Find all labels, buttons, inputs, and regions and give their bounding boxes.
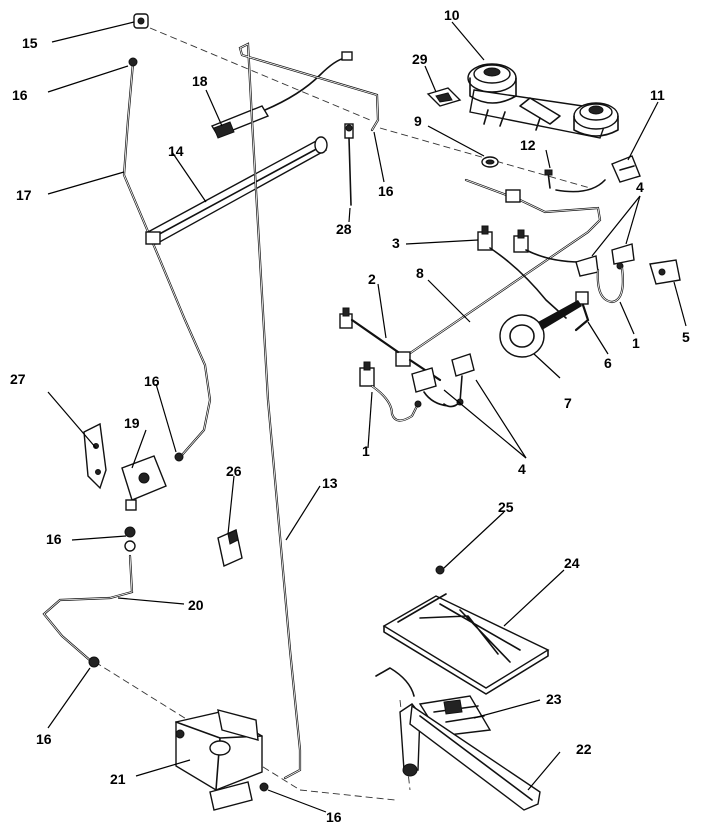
callout-3: 3 (392, 235, 400, 251)
part-16-nut-by-valve (259, 782, 269, 792)
part-11-clip (611, 155, 641, 183)
part-12-screw (544, 169, 606, 193)
part-29-bracket (426, 87, 462, 107)
callout-21: 21 (110, 771, 126, 787)
part-10-top-burner-assembly (467, 63, 619, 139)
part-20-tube (42, 526, 136, 668)
callout-25: 25 (498, 499, 514, 515)
part-15-fitting (133, 13, 149, 29)
callout-16-bottom-left: 16 (36, 731, 52, 747)
part-5-fitting (649, 259, 681, 285)
callout-14: 14 (168, 143, 184, 159)
callout-7: 7 (564, 395, 572, 411)
callout-10: 10 (444, 7, 460, 23)
callout-15: 15 (22, 35, 38, 51)
callout-4-right: 4 (636, 179, 644, 195)
part-16-nut-bottom-left (88, 656, 100, 668)
callout-16-left: 16 (144, 373, 160, 389)
part-16-nut-mid (174, 452, 184, 462)
part-1-tube-left (359, 361, 420, 422)
callout-1-left: 1 (362, 443, 370, 459)
part-22-oven-burner (399, 703, 541, 811)
part-16-nut-top (128, 57, 138, 67)
part-17-tube (122, 57, 212, 462)
callout-28: 28 (336, 221, 352, 237)
part-27-bracket (83, 422, 107, 490)
part-21-valve (175, 709, 269, 811)
leader-lines (47, 21, 687, 813)
callout-16-bottom: 16 (326, 809, 342, 825)
callout-labels: 15 16 17 14 18 10 29 9 11 12 16 28 3 4 2… (10, 7, 690, 825)
callout-4-bottom: 4 (518, 461, 526, 477)
callout-24: 24 (564, 555, 580, 571)
callout-19: 19 (124, 415, 140, 431)
part-26-block (217, 529, 243, 567)
callout-1-right: 1 (632, 335, 640, 351)
callout-6: 6 (604, 355, 612, 371)
callout-2: 2 (368, 271, 376, 287)
part-9-ring (481, 156, 499, 168)
part-4-valves-right (575, 243, 635, 277)
callout-13: 13 (322, 475, 338, 491)
callout-22: 22 (576, 741, 592, 757)
part-8-manifold (395, 178, 602, 382)
part-19-regulator (121, 455, 167, 511)
callout-26: 26 (226, 463, 242, 479)
callout-20: 20 (188, 597, 204, 613)
part-7-disc (499, 300, 582, 358)
part-25-nut (435, 565, 445, 575)
callout-9: 9 (414, 113, 422, 129)
callout-12: 12 (520, 137, 536, 153)
part-2-orifice (339, 307, 400, 354)
part-18-igniter (210, 51, 353, 139)
callout-16-lower: 16 (46, 531, 62, 547)
callout-18: 18 (192, 73, 208, 89)
callout-16-center: 16 (378, 183, 394, 199)
callout-29: 29 (412, 51, 428, 67)
callout-11: 11 (650, 87, 665, 103)
part-14-burner (145, 136, 328, 245)
part-24-shield (382, 593, 550, 695)
part-13-tube (238, 42, 380, 780)
callout-23: 23 (546, 691, 562, 707)
part-16-nut-lower (124, 526, 136, 538)
part-4-valves-bottom (411, 353, 475, 408)
part-3-valves (477, 225, 581, 319)
part-1-tube-right (596, 266, 624, 304)
part-28-orifice (344, 123, 354, 206)
callout-17: 17 (16, 187, 32, 203)
callout-27: 27 (10, 371, 26, 387)
part-6-tube (574, 291, 590, 332)
callout-8: 8 (416, 265, 424, 281)
callout-16-top: 16 (12, 87, 28, 103)
callout-5: 5 (682, 329, 690, 345)
